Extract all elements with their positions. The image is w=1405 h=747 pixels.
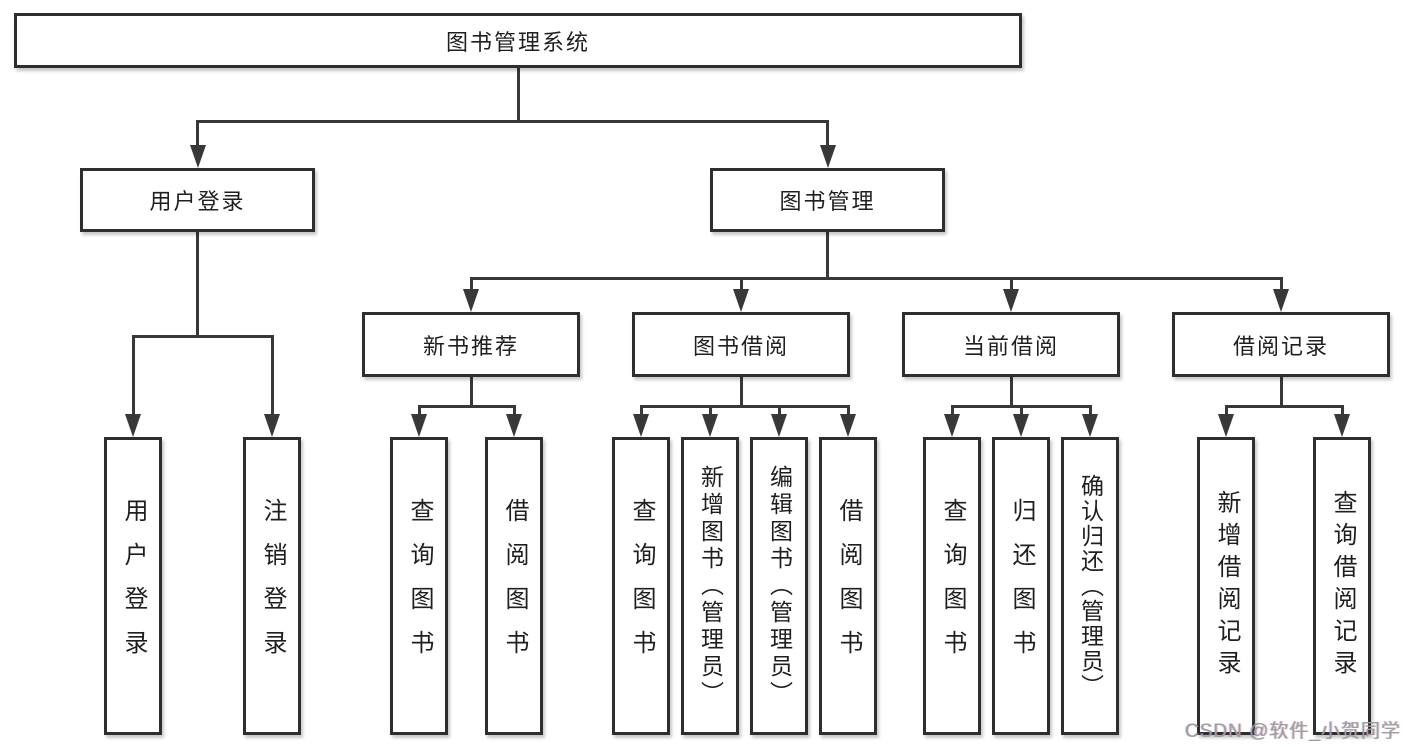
connector-line bbox=[777, 405, 781, 416]
connector-line bbox=[469, 277, 473, 291]
node-label: 图书借阅 bbox=[692, 333, 789, 359]
connector-arrowhead bbox=[840, 414, 856, 437]
connector-line bbox=[1009, 377, 1013, 408]
connector-arrowhead bbox=[702, 414, 718, 437]
connector-arrowhead bbox=[1082, 414, 1098, 437]
connector-arrowhead bbox=[944, 414, 960, 437]
node-label: 图书管理系统 bbox=[445, 29, 590, 55]
node-new-book-recommend: 新书推荐 bbox=[362, 312, 580, 377]
node-query-books-3: 查询图书 bbox=[923, 437, 981, 735]
connector-arrowhead bbox=[733, 289, 749, 312]
connector-line bbox=[131, 335, 135, 416]
node-label: 查询图书 bbox=[628, 498, 655, 674]
node-label: 查询图书 bbox=[939, 498, 966, 674]
connector-arrowhead bbox=[264, 414, 280, 437]
connector-line bbox=[739, 377, 743, 408]
node-label: 用户登录 bbox=[120, 498, 147, 674]
node-label: 借阅图书 bbox=[501, 498, 528, 674]
connector-line bbox=[708, 405, 712, 416]
node-query-books-1: 查询图书 bbox=[390, 437, 448, 735]
node-label: 图书管理 bbox=[779, 189, 876, 214]
connector-line bbox=[1224, 405, 1344, 408]
connector-line bbox=[739, 277, 743, 291]
connector-line bbox=[270, 335, 274, 416]
watermark: CSDN @软件_小贺同学 bbox=[1185, 721, 1401, 742]
node-label: 借阅记录 bbox=[1232, 333, 1329, 359]
connector-line bbox=[1224, 405, 1228, 416]
connector-line bbox=[417, 405, 516, 408]
node-label: 查询图书 bbox=[406, 498, 433, 674]
node-label: 编辑图书（管理员） bbox=[766, 464, 793, 708]
node-query-books-2: 查询图书 bbox=[612, 437, 670, 735]
node-confirm-return-admin: 确认归还（管理员） bbox=[1061, 437, 1119, 735]
node-label: 借阅图书 bbox=[835, 498, 862, 674]
connector-line bbox=[512, 405, 516, 416]
connector-line bbox=[196, 232, 199, 338]
connector-line bbox=[1009, 277, 1013, 291]
node-label: 新书推荐 bbox=[422, 333, 519, 359]
connector-line bbox=[417, 405, 421, 416]
node-add-borrow-record: 新增借阅记录 bbox=[1197, 437, 1255, 735]
connector-line bbox=[469, 377, 473, 408]
connector-arrowhead bbox=[189, 145, 206, 168]
connector-arrowhead bbox=[1003, 289, 1019, 312]
connector-arrowhead bbox=[1218, 414, 1234, 437]
node-borrow-books-2: 借阅图书 bbox=[819, 437, 877, 735]
connector-line bbox=[1279, 377, 1283, 408]
node-label: 查询借阅记录 bbox=[1329, 490, 1356, 682]
node-label: 确认归还（管理员） bbox=[1077, 473, 1104, 699]
connector-line bbox=[826, 120, 829, 147]
node-book-borrow: 图书借阅 bbox=[632, 312, 850, 377]
node-logout-action: 注销登录 bbox=[243, 437, 301, 735]
connector-line bbox=[516, 68, 520, 123]
node-library-system: 图书管理系统 bbox=[14, 13, 1022, 68]
node-label: 当前借阅 bbox=[962, 333, 1059, 359]
node-user-login: 用户登录 bbox=[80, 168, 315, 232]
connector-arrowhead bbox=[819, 145, 836, 168]
connector-line bbox=[826, 232, 829, 280]
connector-line bbox=[196, 120, 199, 147]
node-label: 新增借阅记录 bbox=[1213, 490, 1240, 682]
node-label: 新增图书（管理员） bbox=[697, 464, 724, 708]
node-edit-book-admin: 编辑图书（管理员） bbox=[750, 437, 808, 735]
connector-arrowhead bbox=[1013, 414, 1029, 437]
connector-line bbox=[131, 335, 274, 338]
connector-line bbox=[1279, 277, 1283, 291]
connector-line bbox=[846, 405, 850, 416]
connector-line bbox=[469, 277, 1283, 280]
node-label: 注销登录 bbox=[259, 498, 286, 674]
node-label: 归还图书 bbox=[1008, 498, 1035, 674]
node-return-books: 归还图书 bbox=[992, 437, 1050, 735]
node-current-borrow: 当前借阅 bbox=[902, 312, 1120, 377]
node-borrow-books-1: 借阅图书 bbox=[485, 437, 543, 735]
connector-arrowhead bbox=[463, 289, 479, 312]
connector-line bbox=[950, 405, 954, 416]
connector-arrowhead bbox=[1334, 414, 1350, 437]
connector-line bbox=[1340, 405, 1344, 416]
connector-arrowhead bbox=[771, 414, 787, 437]
connector-arrowhead bbox=[506, 414, 522, 437]
connector-arrowhead bbox=[633, 414, 649, 437]
connector-line bbox=[1088, 405, 1092, 416]
node-book-management: 图书管理 bbox=[710, 168, 945, 232]
node-user-login-action: 用户登录 bbox=[104, 437, 162, 735]
connector-line bbox=[639, 405, 643, 416]
connector-line bbox=[639, 405, 850, 408]
connector-line bbox=[196, 120, 829, 123]
connector-arrowhead bbox=[411, 414, 427, 437]
node-borrow-records: 借阅记录 bbox=[1172, 312, 1390, 377]
node-label: 用户登录 bbox=[149, 189, 246, 214]
connector-line bbox=[1019, 405, 1023, 416]
connector-arrowhead bbox=[125, 414, 141, 437]
connector-arrowhead bbox=[1273, 289, 1289, 312]
node-add-book-admin: 新增图书（管理员） bbox=[681, 437, 739, 735]
node-query-borrow-record: 查询借阅记录 bbox=[1313, 437, 1371, 735]
